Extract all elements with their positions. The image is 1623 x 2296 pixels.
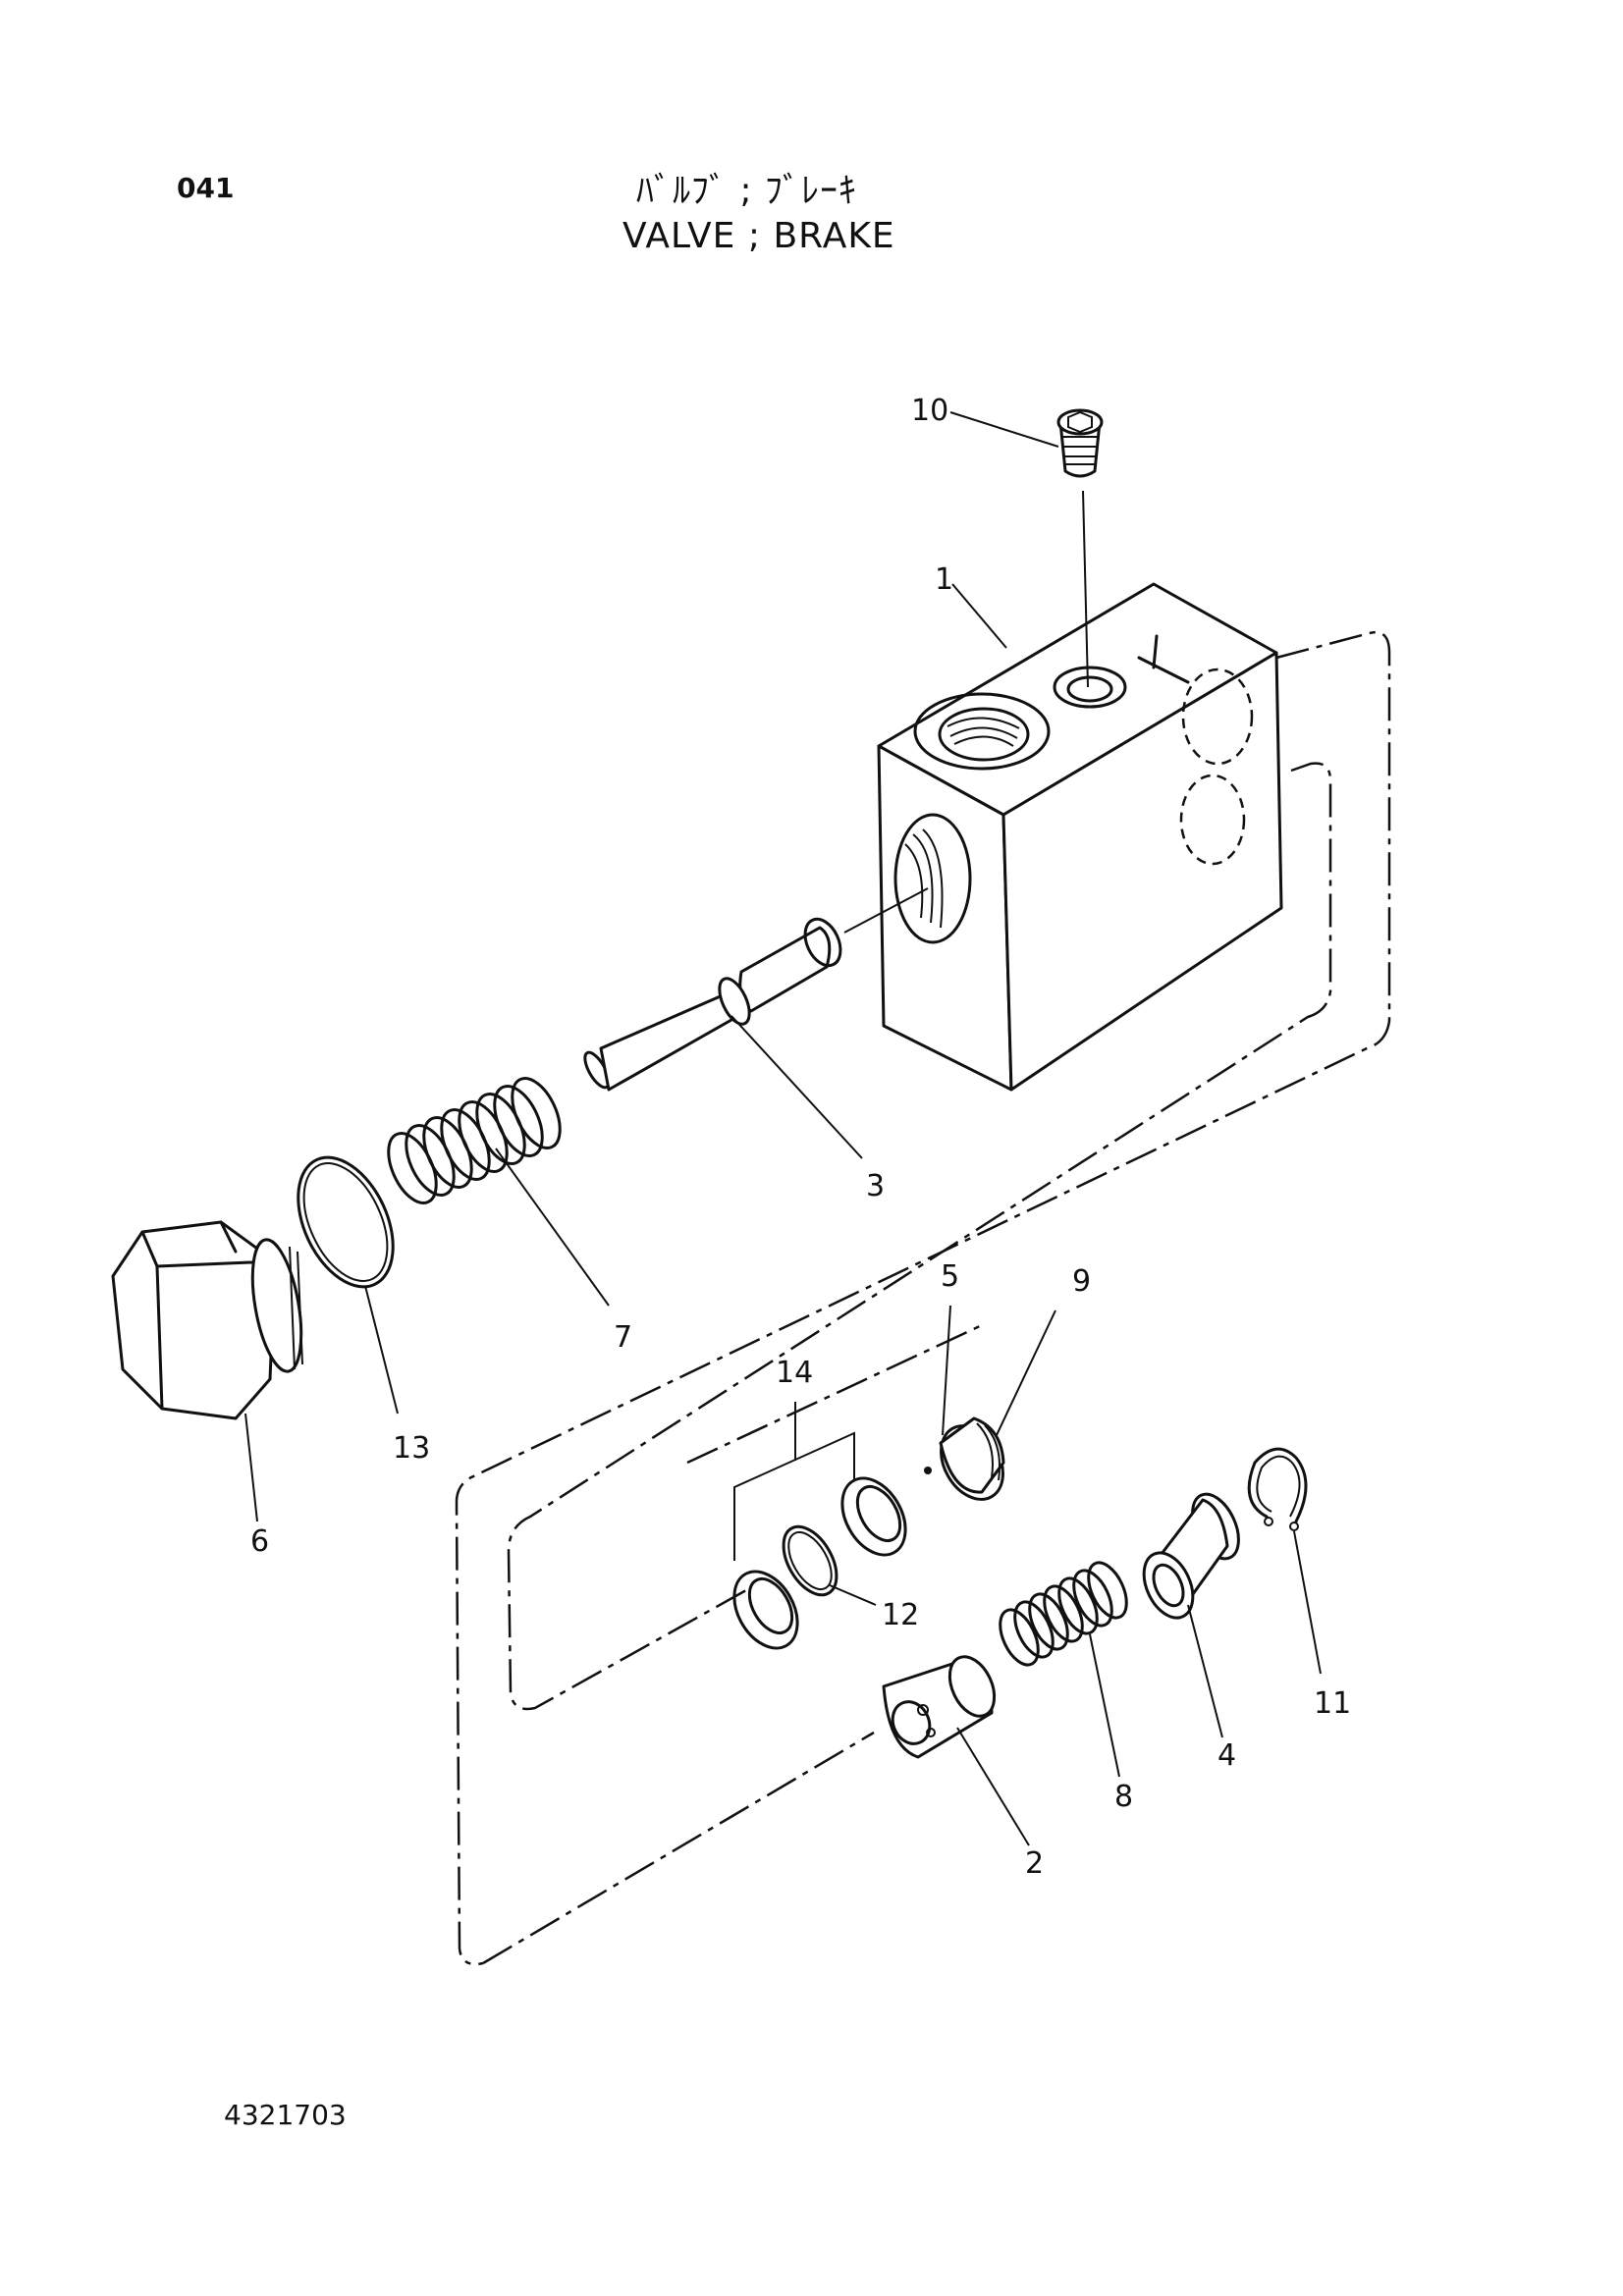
backup-ring-part-14 <box>732 1402 907 1650</box>
plug-part-10 <box>1056 408 1104 688</box>
callout-2: 2 <box>1025 1846 1044 1881</box>
callout-4: 4 <box>1217 1738 1236 1773</box>
callout-5: 5 <box>941 1259 959 1294</box>
leader-8 <box>1089 1633 1120 1778</box>
leader-13 <box>364 1285 399 1415</box>
leader-10 <box>949 411 1059 448</box>
leader-12 <box>829 1584 877 1606</box>
poppet-part-3 <box>583 887 929 1159</box>
callout-13: 13 <box>393 1431 430 1466</box>
snap-ring-part-11 <box>1247 1447 1322 1675</box>
callout-12: 12 <box>882 1598 919 1632</box>
leader-11 <box>1293 1530 1322 1675</box>
callout-10: 10 <box>911 394 948 428</box>
assembly-boundary-outer <box>455 630 1391 1966</box>
seat-orifice <box>924 1467 932 1474</box>
hex-plug-part-6 <box>111 1220 303 1522</box>
leader-9 <box>996 1309 1056 1436</box>
callout-8: 8 <box>1114 1780 1133 1814</box>
leader-3 <box>730 1015 863 1159</box>
leader-14-bracket <box>733 1402 855 1561</box>
callout-7: 7 <box>614 1320 632 1355</box>
leader-7 <box>495 1148 610 1307</box>
callout-labels: 10 1 3 7 13 6 5 9 14 12 2 8 4 11 <box>250 394 1351 1881</box>
valve-body-part-1 <box>877 582 1283 1092</box>
callout-1: 1 <box>935 562 953 597</box>
plug-axis-line <box>1082 490 1089 688</box>
page-number: 041 <box>177 172 235 204</box>
small-port-inner <box>1066 675 1113 703</box>
leader-6 <box>244 1413 258 1522</box>
title-english: VALVE ; BRAKE <box>622 216 895 256</box>
leader-5 <box>942 1305 951 1436</box>
leader-4 <box>1187 1604 1223 1738</box>
leader-1 <box>951 583 1007 649</box>
small-port-outer <box>1053 666 1127 709</box>
spring-part-7 <box>387 1077 610 1307</box>
drawing-number: 4321703 <box>224 2099 347 2131</box>
seat-part-5 <box>924 1305 1056 1501</box>
bushing-part-4 <box>1142 1492 1240 1738</box>
callout-14: 14 <box>776 1356 813 1390</box>
assembly-axis-lower <box>482 1731 875 1965</box>
t-mark-strokes <box>1137 634 1190 684</box>
callout-6: 6 <box>250 1524 269 1559</box>
top-port-thread <box>947 717 1020 747</box>
hidden-side-port-lower <box>1179 774 1246 866</box>
callout-11: 11 <box>1314 1686 1351 1721</box>
callout-3: 3 <box>866 1169 885 1203</box>
top-port-inner <box>938 707 1030 762</box>
housing-part-2 <box>882 1655 1030 1846</box>
hidden-side-port-upper <box>1181 667 1254 766</box>
o-ring-part-13 <box>297 1155 399 1415</box>
assembly-boundary-inner <box>507 762 1332 1711</box>
leader-2 <box>956 1727 1030 1846</box>
o-ring-part-12 <box>782 1524 877 1606</box>
front-port-thread <box>904 828 944 929</box>
spring-part-8 <box>999 1561 1128 1778</box>
front-port-outer <box>893 813 972 944</box>
callout-9: 9 <box>1072 1264 1091 1299</box>
top-port-outer <box>913 692 1051 771</box>
poppet-axis-line <box>843 887 929 934</box>
title-japanese: ﾊﾞﾙﾌﾞ ; ﾌﾞﾚｰｷ <box>636 171 858 211</box>
